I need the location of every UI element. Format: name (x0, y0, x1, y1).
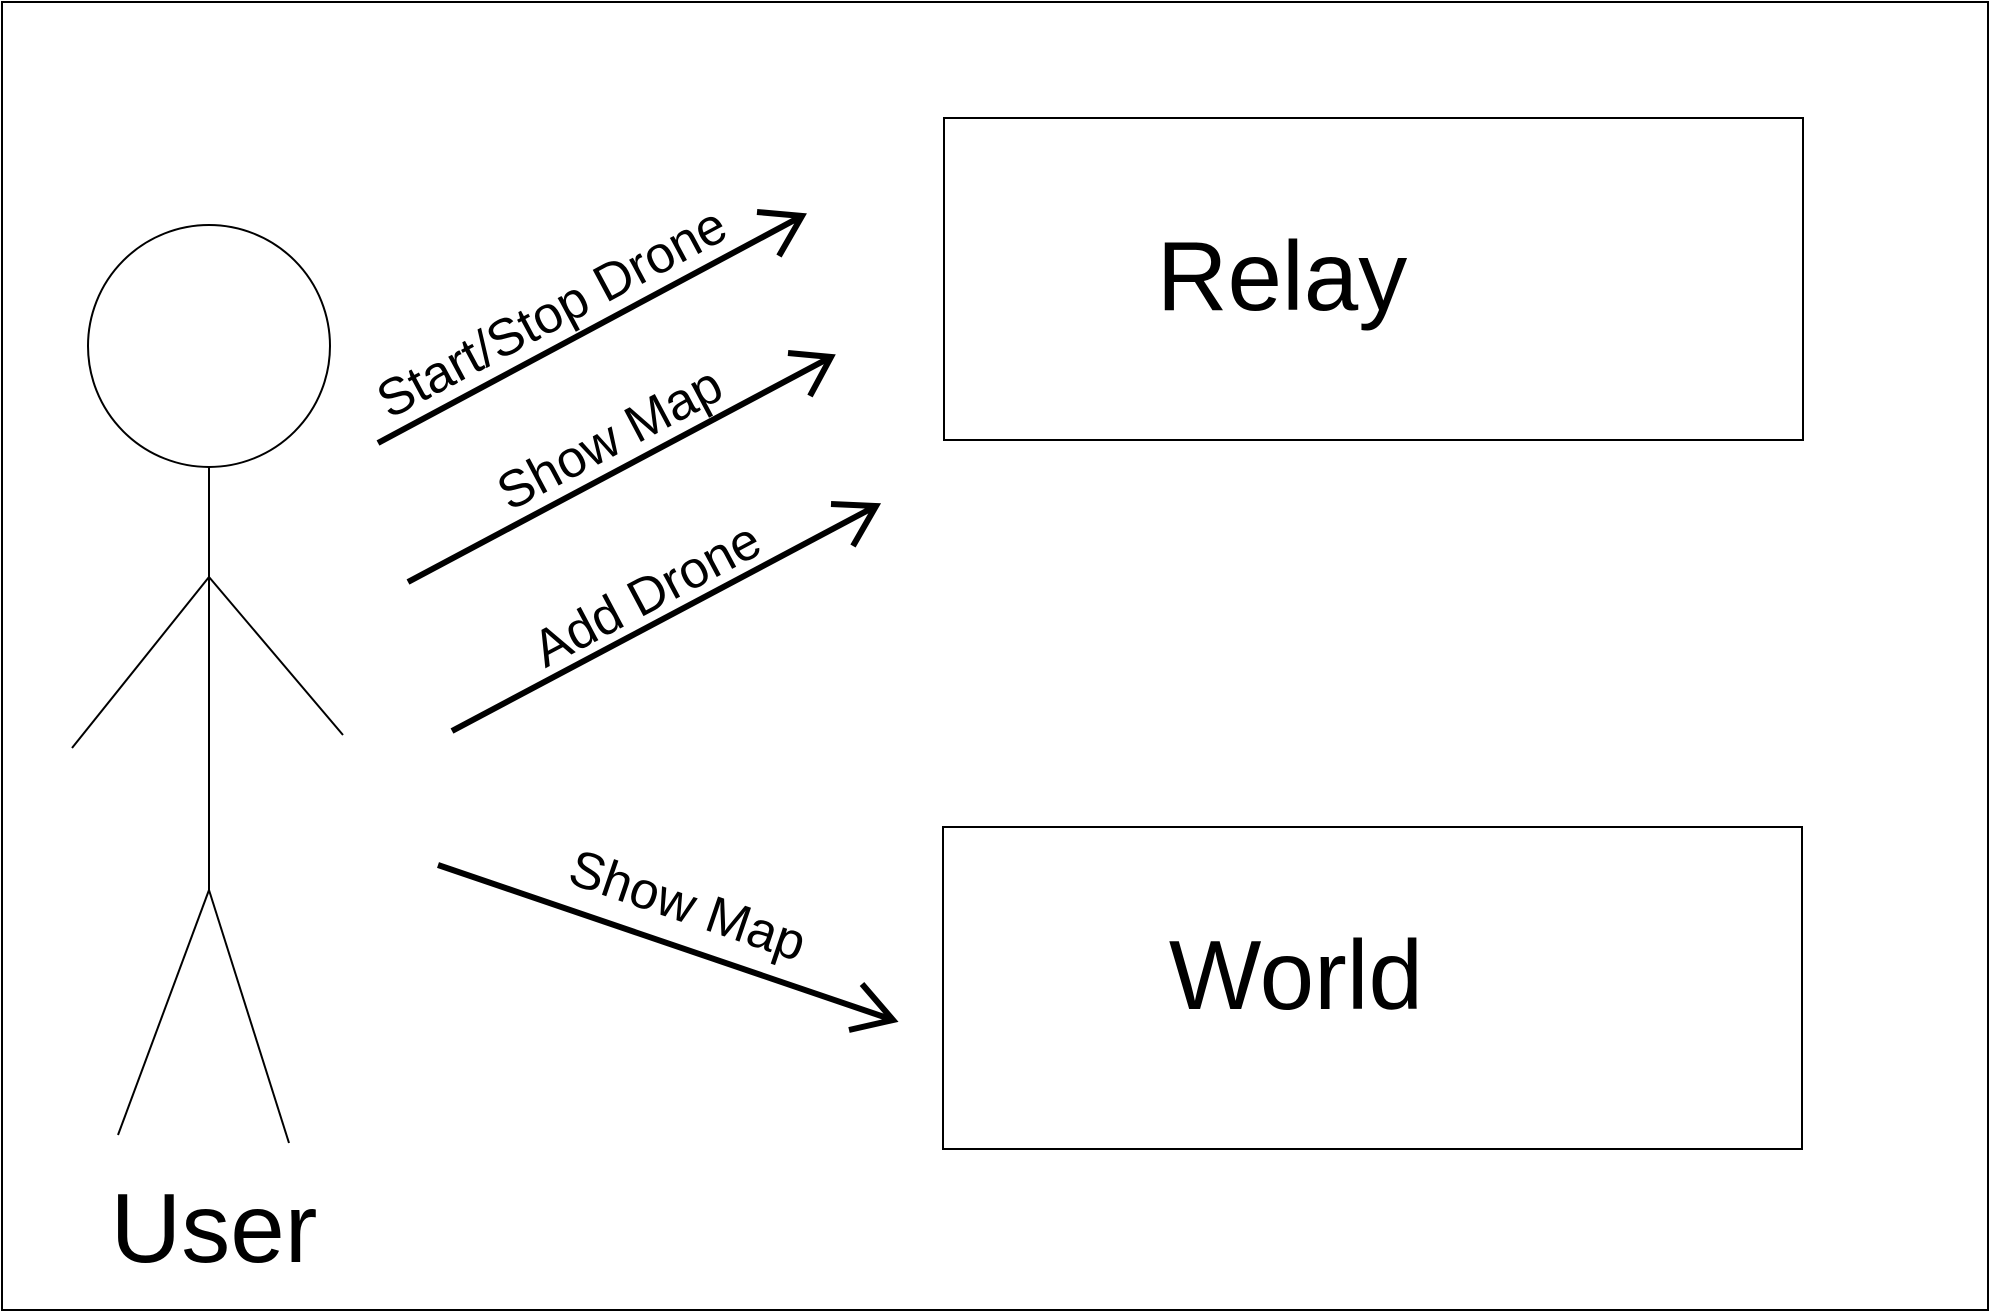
actor-right-leg (208, 889, 290, 1144)
actor-left-arm (71, 576, 210, 749)
relay-box (943, 117, 1804, 441)
user-actor-figure (71, 224, 344, 1144)
arrow-start-stop-drone (376, 209, 807, 446)
world-box-label: World (1169, 920, 1423, 1030)
arrow-show-map-relay (406, 350, 836, 585)
actor-left-leg (117, 889, 210, 1136)
actor-label: User (111, 1173, 318, 1283)
actor-right-arm (208, 576, 344, 736)
arrow-show-map-world (437, 862, 899, 1033)
world-box (942, 826, 1803, 1150)
relay-box-label: Relay (1157, 221, 1408, 331)
arrow-add-drone (450, 501, 882, 734)
